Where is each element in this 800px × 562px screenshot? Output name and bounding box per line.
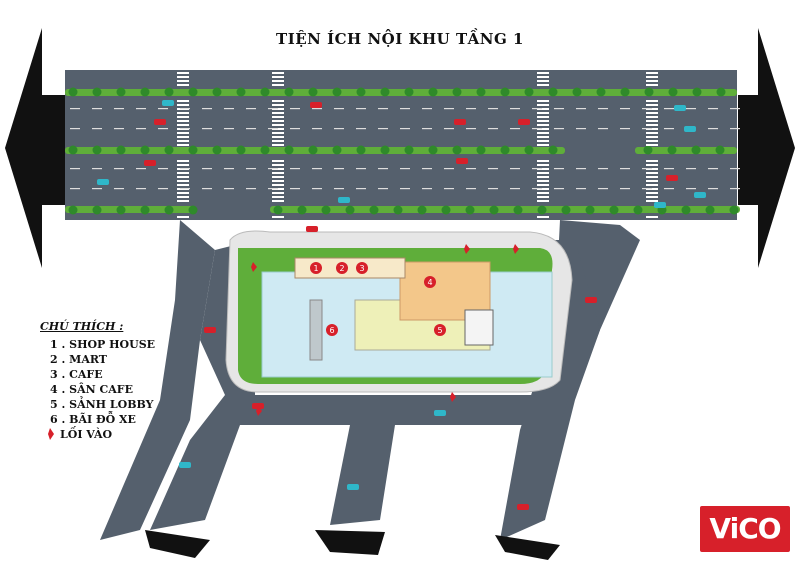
legend-entrance: LỐI VÀO — [60, 428, 113, 441]
left-arrow-icon — [5, 28, 65, 268]
legend-item: 4 . SÂN CAFE — [50, 383, 133, 396]
down-arrow-icon — [145, 530, 210, 558]
lane-markings — [70, 108, 740, 190]
down-arrow-icon — [315, 530, 385, 555]
shophouse-strip — [294, 257, 406, 279]
svg-text:3: 3 — [359, 264, 364, 273]
legend-item: 1 . SHOP HOUSE — [50, 338, 156, 351]
page-title: TIỆN ÍCH NỘI KHU TẦNG 1 — [276, 30, 524, 48]
legend: CHÚ THÍCH : 1 . SHOP HOUSE 2 . MART 3 . … — [40, 320, 155, 441]
svg-text:4: 4 — [427, 278, 432, 287]
right-arrow-icon — [738, 28, 795, 268]
entrance-markers — [251, 244, 519, 416]
legend-heading: CHÚ THÍCH : — [40, 320, 124, 333]
svg-text:5: 5 — [437, 326, 442, 335]
svg-text:6: 6 — [329, 326, 334, 335]
legend-item: 2 . MART — [50, 353, 107, 366]
svg-text:2: 2 — [339, 264, 344, 273]
legend-item: 3 . CAFE — [50, 368, 103, 381]
cars — [97, 100, 706, 510]
vico-logo: ViCO — [700, 506, 790, 552]
svg-text:1: 1 — [313, 264, 318, 273]
legend-item: 5 . SẢNH LOBBY — [50, 398, 154, 411]
down-arrow-icon — [495, 535, 560, 560]
parking-ramp — [309, 299, 323, 361]
crosswalks — [177, 72, 658, 218]
tower-core — [464, 309, 494, 346]
facility-markers: 1 2 3 4 5 6 — [310, 262, 446, 336]
entrance-marker-icon — [48, 428, 54, 440]
legend-item: 6 . BÃI ĐỖ XE — [50, 413, 136, 426]
